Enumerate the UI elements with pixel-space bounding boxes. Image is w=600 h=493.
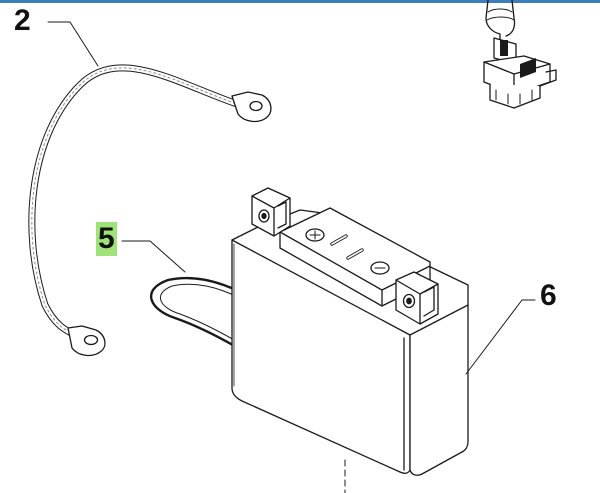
battery-cable — [28, 64, 272, 357]
connector-partial — [483, 0, 557, 109]
battery-terminal-right — [395, 271, 439, 325]
callout-number-5: 5 — [96, 222, 117, 256]
cable-terminal-top — [231, 91, 272, 123]
battery — [231, 187, 469, 493]
leader-line-2 — [47, 21, 99, 67]
leader-line-6 — [465, 299, 536, 375]
callout-number-2: 2 — [14, 4, 31, 37]
leader-line-5 — [121, 240, 186, 273]
battery-terminal-left — [251, 187, 291, 237]
cable-terminal-bottom — [67, 325, 106, 357]
top-accent-bar — [0, 0, 600, 3]
callout-number-6: 6 — [540, 279, 557, 312]
